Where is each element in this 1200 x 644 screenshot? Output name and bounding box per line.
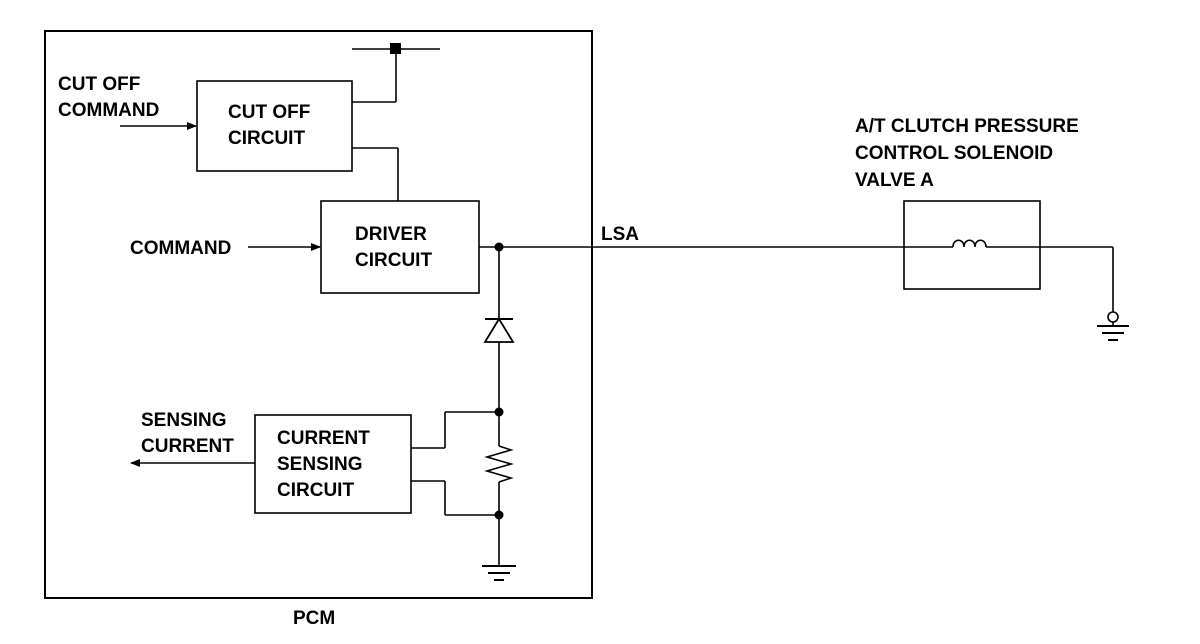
pcm-ground-icon (482, 515, 516, 581)
solenoid-coil-icon (952, 239, 987, 248)
command-label: COMMAND (130, 238, 231, 259)
power-supply-terminal (352, 43, 440, 103)
cut-off-to-driver-wire (352, 147, 399, 201)
sense-connection-wires (411, 411, 499, 516)
pcm-enclosure (44, 30, 593, 599)
solenoid-title: A/T CLUTCH PRESSURE CONTROL SOLENOID VAL… (855, 116, 1084, 191)
current-sensing-circuit-box (254, 414, 412, 514)
lsa-label: LSA (601, 224, 639, 245)
sense-resistor-icon (484, 412, 514, 515)
pcm-label: PCM (293, 608, 335, 629)
solenoid-valve-box (903, 200, 1041, 290)
solenoid-ground-icon (1097, 311, 1129, 341)
solenoid-ground-wire (986, 246, 1114, 312)
flyback-diode-icon (483, 317, 515, 343)
current-sensing-circuit-label: CURRENT SENSING CIRCUIT (277, 428, 375, 501)
driver-circuit-label: DRIVER CIRCUIT (355, 224, 432, 271)
cut-off-circuit-label: CUT OFF CIRCUIT (228, 102, 316, 149)
driver-circuit-box (320, 200, 480, 294)
cut-off-command-label: CUT OFF COMMAND (58, 74, 159, 121)
sensing-current-label: SENSING CURRENT (141, 410, 234, 457)
cut-off-circuit-box (196, 80, 353, 172)
